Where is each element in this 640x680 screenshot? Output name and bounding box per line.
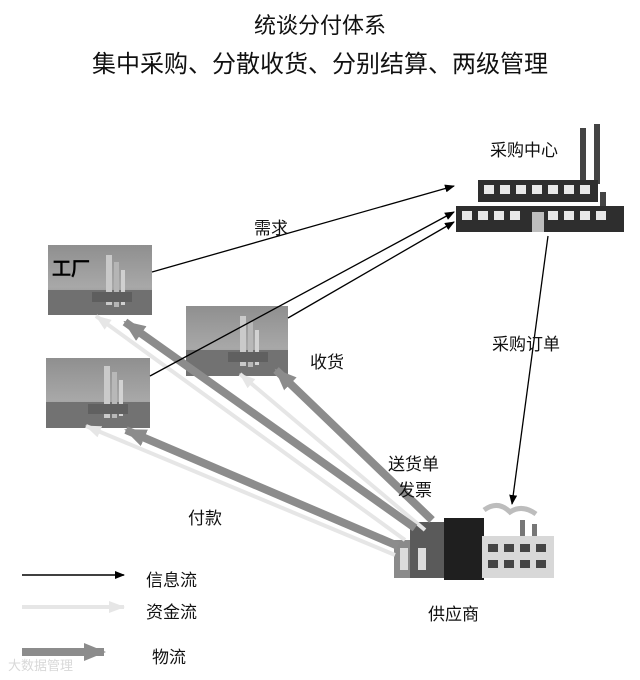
diagram-subtitle: 集中采购、分散收货、分别结算、两级管理: [92, 50, 548, 78]
factory-photo-1: [48, 245, 152, 315]
info-flow-arrows: [149, 184, 549, 505]
delivery-note-label: 送货单: [388, 455, 439, 475]
factory-photo-2: [186, 306, 288, 376]
fund-flow-arrows: [85, 314, 427, 557]
goods-arrow-factory-2: [273, 367, 435, 523]
legend-goods-label: 物流: [152, 648, 186, 668]
purchase-order-label: 采购订单: [492, 335, 560, 355]
factory-label: 工厂: [52, 258, 91, 280]
legend-info-label: 信息流: [146, 571, 197, 591]
factory-photo-3: [46, 358, 150, 428]
fund-arrow-factory-2: [238, 372, 427, 532]
legend-fund-label: 资金流: [146, 603, 197, 623]
fund-arrow-factory-3: [85, 424, 396, 557]
watermark: 大数据管理: [8, 659, 74, 674]
fund-arrow-factory-1: [94, 314, 407, 542]
goods-arrow-factory-3: [124, 426, 400, 550]
receiving-label: 收货: [310, 353, 344, 373]
diagram-title: 统谈分付体系: [253, 14, 386, 39]
payment-label: 付款: [188, 509, 222, 529]
supplier-label: 供应商: [428, 605, 479, 625]
supplier-building: [394, 503, 554, 580]
legend-arrows: [22, 571, 125, 661]
info-arrow-factory-3-to-center: [149, 211, 455, 377]
demand-label: 需求: [254, 219, 288, 239]
info-arrow-center-to-supplier: [509, 235, 549, 505]
procurement-center-label: 采购中心: [490, 141, 558, 161]
goods-arrow-factory-1: [122, 318, 418, 532]
invoice-label: 发票: [398, 481, 432, 501]
info-arrow-factory-1-to-center: [151, 184, 455, 273]
goods-flow-arrows: [122, 318, 435, 550]
procurement-center-building: [456, 124, 624, 232]
info-arrow-factory-2-to-center: [287, 221, 455, 319]
